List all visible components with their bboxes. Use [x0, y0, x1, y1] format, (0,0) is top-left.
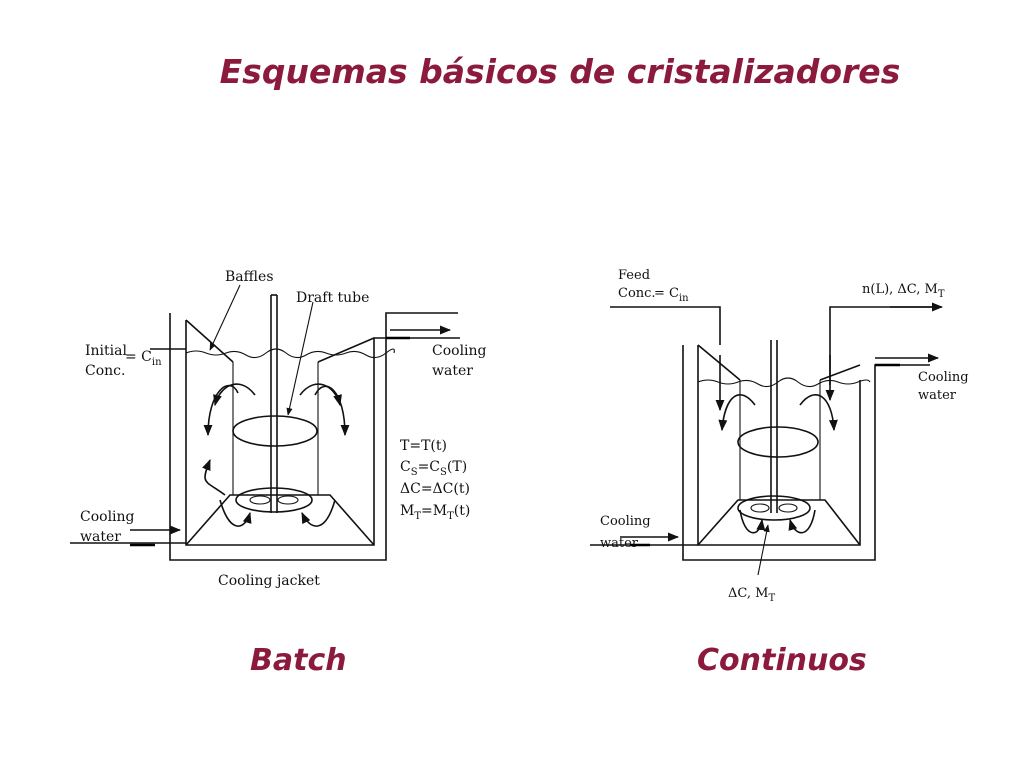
continuous-crystallizer-diagram: Feed Conc. = Cin n(L), ΔC, MT Cooling wa… — [590, 268, 969, 604]
label-cooling-in-2: water — [80, 529, 121, 545]
baffle-right — [317, 337, 375, 363]
label-output: n(L), ΔC, MT — [862, 282, 945, 300]
eq-solubility: CS=CS(T) — [400, 459, 467, 478]
label-cont-bottom: ΔC, MT — [728, 586, 775, 604]
baffle-left — [185, 319, 234, 363]
eq-supersaturation: ΔC=ΔC(t) — [400, 481, 470, 497]
eq-temperature: T=T(t) — [400, 438, 447, 454]
batch-crystallizer-diagram: Baffles Draft tube Initial Conc. = Cin C… — [70, 269, 487, 589]
vessel-bottom-cone — [185, 494, 375, 546]
eq-mass: MT=MT(t) — [400, 503, 470, 522]
label-initial-cin: = Cin — [125, 349, 162, 368]
label-cooling-out-2: water — [432, 363, 473, 379]
label-feed-2: Conc. — [618, 286, 656, 301]
label-cont-cooling-in-1: Cooling — [600, 514, 651, 529]
cont-feed-pipe — [610, 306, 721, 345]
batch-caption: Batch — [250, 643, 347, 678]
impeller — [235, 487, 313, 513]
continuous-caption: Continuos — [697, 643, 867, 678]
label-cooling-out-1: Cooling — [432, 343, 487, 359]
jacket-wall — [169, 312, 458, 561]
label-draft-tube: Draft tube — [296, 290, 369, 306]
label-baffles: Baffles — [225, 269, 274, 285]
label-cooling-in-1: Cooling — [80, 509, 135, 525]
label-initial-2: Conc. — [85, 363, 125, 379]
label-cont-cooling-out-1: Cooling — [918, 370, 969, 385]
liquid-surface — [185, 348, 395, 359]
label-feed-1: Feed — [618, 268, 650, 283]
label-initial-1: Initial — [85, 343, 127, 359]
label-cooling-jacket: Cooling jacket — [218, 573, 320, 589]
slide-title: Esquemas básicos de cristalizadores — [219, 52, 901, 91]
draft-tube-ring — [232, 415, 318, 447]
label-feed-cin: = Cin — [654, 286, 689, 304]
label-cont-cooling-out-2: water — [918, 388, 957, 403]
cont-vessel-wall — [697, 345, 861, 546]
label-cont-cooling-in-2: water — [600, 536, 639, 551]
